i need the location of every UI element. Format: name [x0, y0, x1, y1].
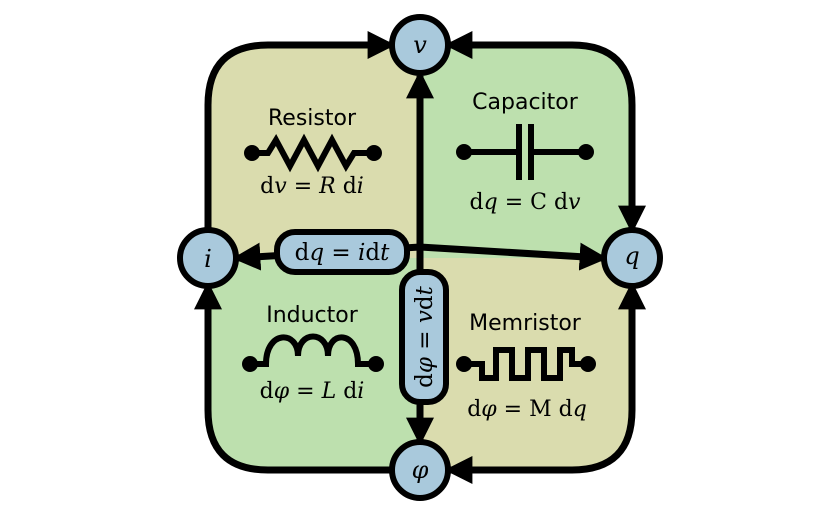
capacitor-quadrant [420, 45, 632, 258]
node-i: i [177, 227, 239, 289]
memristor-equation: dφ = M dq [467, 397, 587, 422]
resistor-element: Resistor dv = R di [244, 106, 382, 199]
memristor-label: Memristor [469, 311, 582, 336]
inductor-element: Inductor dφ = L di [242, 303, 384, 404]
arrow-i-to-v [204, 31, 396, 232]
flux-relation-badge: dφ = vdt [399, 269, 449, 405]
node-i-label: i [204, 245, 212, 273]
inductor-equation: dφ = L di [260, 379, 365, 404]
inductor-label: Inductor [266, 303, 359, 328]
charge-relation-text: dq = idt [295, 240, 390, 266]
resistor-quadrant [208, 45, 420, 258]
node-phi-label: φ [412, 456, 429, 484]
capacitor-element: Capacitor dq = C dv [456, 90, 594, 215]
charge-relation-badge: dq = idt [274, 229, 410, 275]
node-v-label: v [413, 31, 427, 59]
arrow-i-to-phi [194, 281, 390, 474]
resistor-label: Resistor [268, 106, 357, 131]
capacitor-equation: dq = C dv [470, 190, 582, 215]
arrow-q-to-v [444, 30, 646, 234]
node-q: q [601, 227, 663, 289]
resistor-equation: dv = R di [260, 174, 364, 199]
capacitor-label: Capacitor [472, 90, 579, 115]
node-phi: φ [389, 439, 451, 501]
memristor-symbol [456, 347, 596, 381]
node-v: v [389, 14, 451, 76]
flux-relation-text: dφ = vdt [412, 285, 438, 387]
inductor-quadrant [208, 258, 420, 470]
inductor-symbol [242, 333, 384, 372]
node-q-label: q [624, 242, 639, 270]
arrow-q-to-phi [444, 281, 646, 484]
resistor-symbol [244, 133, 382, 173]
memristor-element: Memristor dφ = M dq [456, 311, 596, 422]
capacitor-symbol [456, 124, 594, 180]
